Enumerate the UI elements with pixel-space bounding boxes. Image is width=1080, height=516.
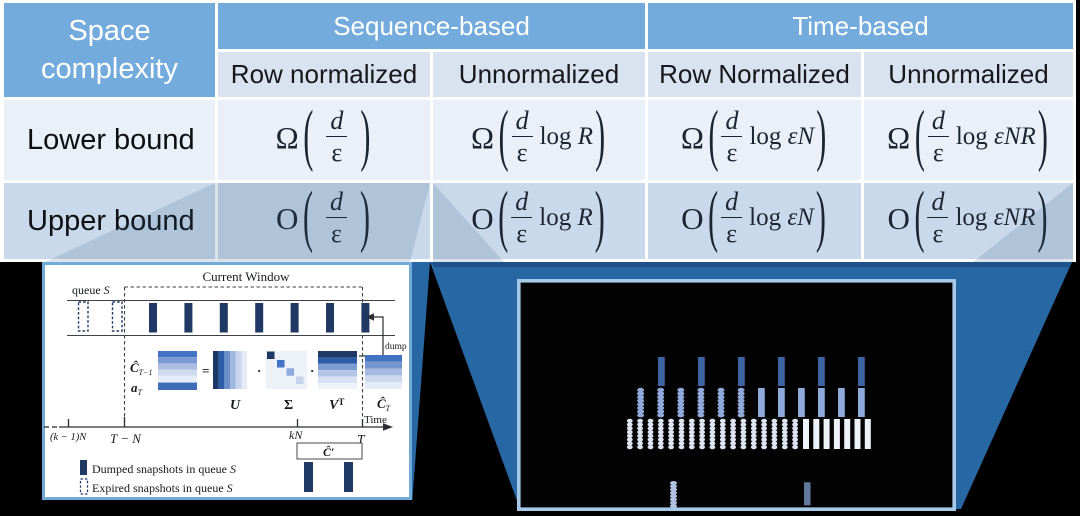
svg-text:·: · xyxy=(310,363,314,378)
svg-text:Time: Time xyxy=(364,414,387,426)
svg-text:aT: aT xyxy=(131,380,143,397)
svg-text:dump: dump xyxy=(385,342,407,352)
svg-text:·: · xyxy=(257,363,261,378)
svg-text:Current Window: Current Window xyxy=(203,269,291,284)
svg-text:queue S: queue S xyxy=(72,283,110,297)
svg-text:=: = xyxy=(202,363,209,378)
svg-text:T − N: T − N xyxy=(110,431,142,446)
svg-text:(k − 1)N: (k − 1)N xyxy=(50,432,87,443)
svg-text:Dumped snapshots in queue S: Dumped snapshots in queue S xyxy=(92,462,236,476)
svg-text:U: U xyxy=(230,398,241,413)
svg-text:Ĉ′: Ĉ′ xyxy=(323,445,334,459)
svg-text:T: T xyxy=(357,432,366,447)
svg-text:Expired snapshots in queue S: Expired snapshots in queue S xyxy=(92,481,233,495)
svg-text:kN: kN xyxy=(289,428,303,442)
svg-text:Σ: Σ xyxy=(284,398,293,413)
